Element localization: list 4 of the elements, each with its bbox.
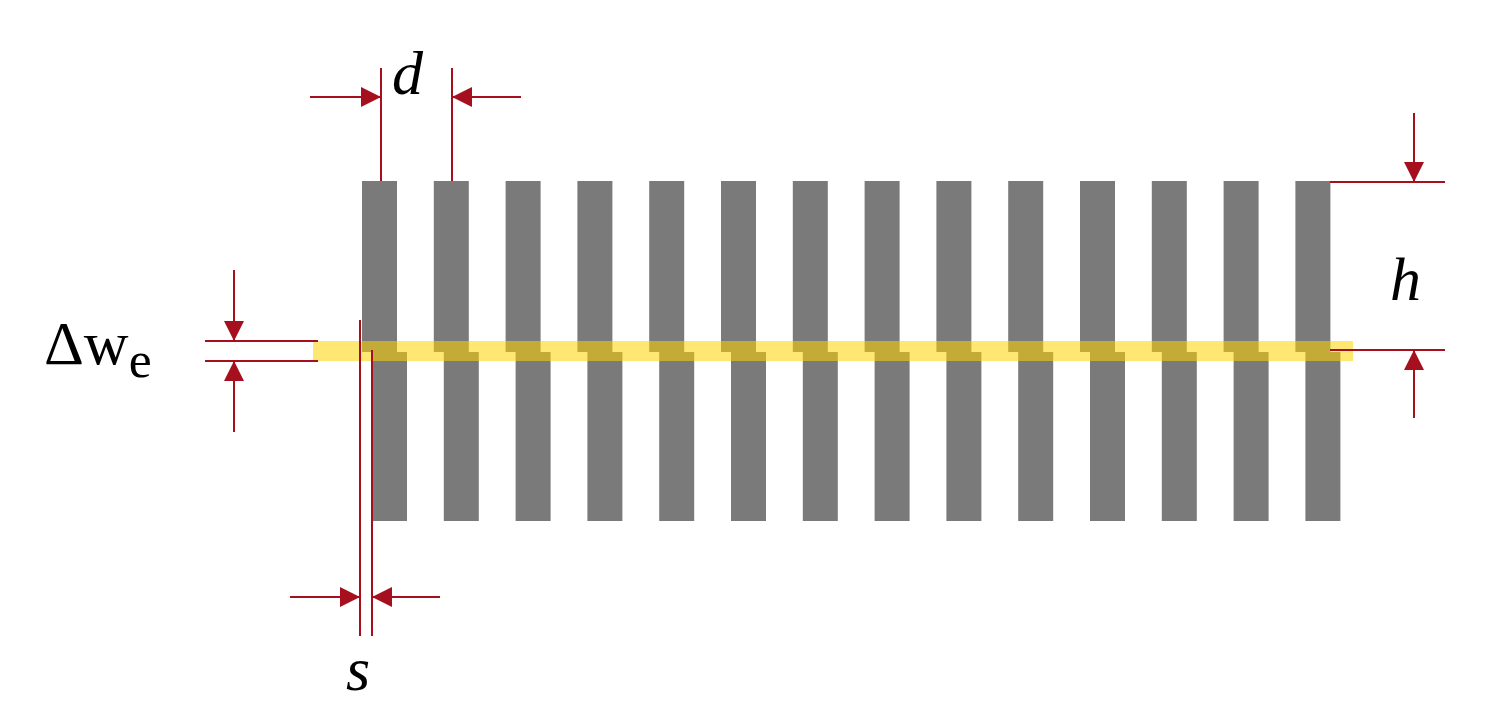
dimension-label: s: [346, 638, 371, 700]
dimension-label: d: [392, 42, 423, 104]
dimension-label: Δw$_{e}$: [44, 312, 152, 387]
dimension-label: h: [1390, 248, 1421, 310]
